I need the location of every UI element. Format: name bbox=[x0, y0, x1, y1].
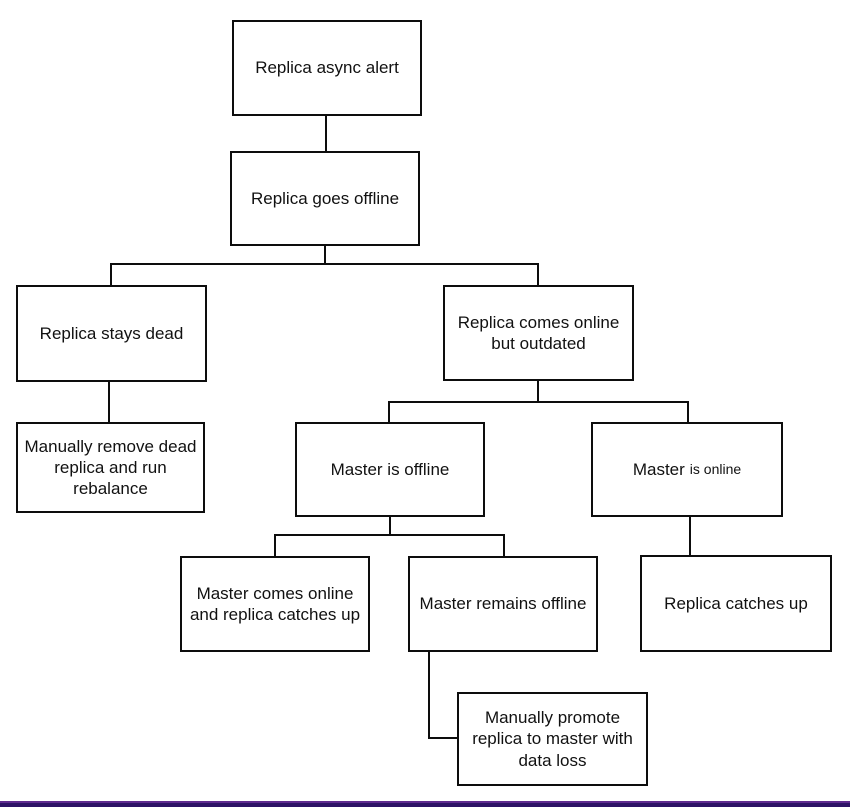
node-replica-comes-online: Replica comes online but outdated bbox=[443, 285, 634, 381]
node-replica-async-alert: Replica async alert bbox=[232, 20, 422, 116]
node-master-is-offline: Master is offline bbox=[295, 422, 485, 517]
connector-level2-branch bbox=[110, 263, 539, 265]
connector-goes-offline-stub bbox=[324, 246, 326, 264]
node-replica-goes-offline: Replica goes offline bbox=[230, 151, 420, 246]
connector-alert-to-goes-offline bbox=[325, 116, 327, 151]
connector-into-master-comes-online bbox=[274, 534, 276, 556]
node-manually-remove-dead: Manually remove dead replica and run reb… bbox=[16, 422, 205, 513]
node-label: Master is offline bbox=[330, 459, 450, 479]
node-manually-promote: Manually promote replica to master with … bbox=[457, 692, 648, 786]
node-label: Manually remove dead replica and run reb… bbox=[24, 436, 197, 499]
connector-level3-branch bbox=[388, 401, 689, 403]
connector-online-to-catches-up bbox=[689, 517, 691, 555]
connector-into-comes-online bbox=[537, 263, 539, 285]
connector-into-master-online bbox=[687, 401, 689, 422]
node-label: Master remains offline bbox=[419, 594, 587, 614]
node-label-suffix: is online bbox=[689, 460, 742, 477]
connector-stays-dead-to-remove bbox=[108, 382, 110, 422]
node-label: Master comes online and replica catches … bbox=[189, 583, 361, 624]
connector-master-offline-stub bbox=[389, 517, 391, 534]
node-label: Replica goes offline bbox=[250, 188, 400, 208]
node-label: Replica comes online but outdated bbox=[457, 312, 620, 353]
connector-level4-branch bbox=[274, 534, 505, 536]
node-replica-stays-dead: Replica stays dead bbox=[16, 285, 207, 382]
node-label: Master bbox=[632, 459, 685, 479]
connector-remains-offline-elbow-down bbox=[428, 652, 430, 739]
node-label: Replica catches up bbox=[664, 593, 808, 613]
node-label: Replica async alert bbox=[255, 58, 399, 78]
node-master-comes-online: Master comes online and replica catches … bbox=[180, 556, 370, 652]
bottom-accent-bar bbox=[0, 801, 850, 807]
connector-into-stays-dead bbox=[110, 263, 112, 285]
node-master-remains-offline: Master remains offline bbox=[408, 556, 598, 652]
connector-comes-online-stub bbox=[537, 381, 539, 401]
connector-remains-offline-elbow-right bbox=[428, 737, 457, 739]
node-label: Manually promote replica to master with … bbox=[472, 708, 633, 770]
connector-into-master-remains-offline bbox=[503, 534, 505, 556]
connector-into-master-offline bbox=[388, 401, 390, 422]
node-label: Replica stays dead bbox=[39, 323, 184, 343]
node-replica-catches-up: Replica catches up bbox=[640, 555, 832, 652]
